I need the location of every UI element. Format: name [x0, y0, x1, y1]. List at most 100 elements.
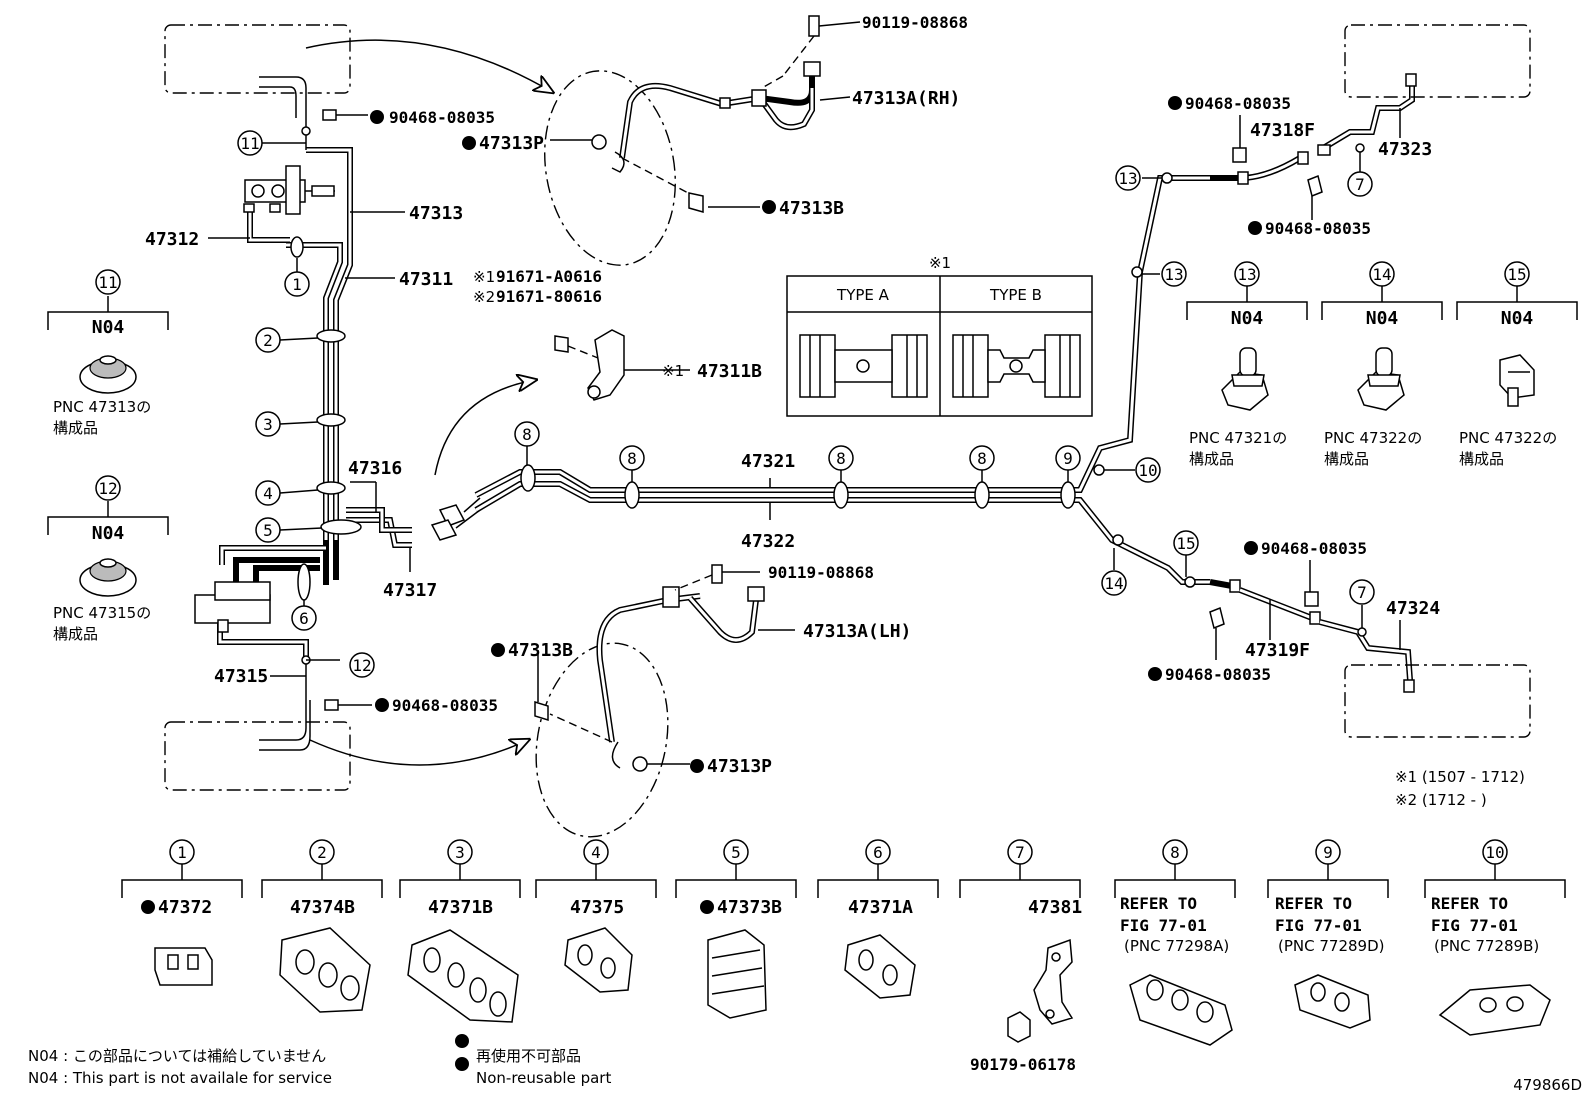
label-47313P-bottom: 47313P: [707, 756, 772, 777]
mark-ref2: ※2: [473, 288, 495, 306]
callout-5: 5: [263, 521, 273, 540]
bottom-clamp-box-4: [535, 864, 657, 993]
bottom-refer-9: REFER TO: [1275, 894, 1352, 913]
bottom-label-7-sub: 90179-06178: [970, 1055, 1076, 1074]
n04-suffix-11: 構成品: [53, 419, 98, 437]
rear-right-hose-area: [1210, 24, 1531, 220]
label-90468-rb2: 90468-08035: [1165, 665, 1271, 684]
date-ranges: ※1 (1507 - 1712) ※2 (1712 - ): [1395, 768, 1525, 809]
clip-90468-left: [322, 109, 372, 711]
bottom-label-2: 47374B: [290, 897, 355, 918]
callout-12-box: 12: [98, 479, 117, 498]
callout-5-box: 5: [731, 843, 741, 862]
label-47313P-top: 47313P: [479, 133, 544, 154]
callout-3-box: 3: [455, 843, 465, 862]
rear-left-wheel-area: [164, 700, 528, 791]
bottom-bracket-box-7: [959, 864, 1081, 1043]
label-47313B-top: 47313B: [779, 198, 844, 219]
bottom-pnc-8: (PNC 77298A): [1124, 937, 1229, 955]
front-right-flex-hose-area: [544, 15, 861, 266]
bottom-fig-9: FIG 77-01: [1275, 916, 1362, 935]
callout-4-box: 4: [591, 843, 601, 862]
n04-pnc-13: PNC 47321の: [1189, 429, 1287, 447]
legend: N04 : この部品については補給していません N04 : This part …: [28, 1047, 611, 1087]
label-47312: 47312: [145, 229, 199, 250]
left-leaders: [208, 142, 411, 677]
n04-pnc-11: PNC 47313の: [53, 398, 151, 416]
callout-7a: 7: [1355, 175, 1365, 194]
rear-left-flex-hose-area: [534, 564, 795, 838]
label-90119-top: 90119-08868: [862, 13, 968, 32]
n04-suffix-13: 構成品: [1189, 450, 1234, 468]
front-left-wheel-area: [164, 24, 552, 118]
bottom-clamp-box-2: [261, 864, 383, 1013]
legend-n04-jp: N04 : この部品については補給していません: [28, 1047, 326, 1065]
non-reusable-dots: [141, 96, 1262, 1071]
callout-11-box: 11: [98, 273, 117, 292]
callout-12: 12: [352, 656, 371, 675]
label-47319F: 47319F: [1245, 640, 1310, 661]
callout-15: 15: [1176, 534, 1195, 553]
left-brake-pipes: [217, 118, 412, 700]
type-a-label: TYPE A: [836, 286, 890, 304]
bottom-refer-10: REFER TO: [1431, 894, 1508, 913]
label-90468-rt2: 90468-08035: [1265, 219, 1371, 238]
callout-8a: 8: [522, 425, 532, 444]
callout-6: 6: [299, 609, 309, 628]
callout-14: 14: [1104, 574, 1123, 593]
n04-box-13: [1186, 286, 1308, 411]
label-90468-bottom-left: 90468-08035: [392, 696, 498, 715]
callout-7b: 7: [1357, 583, 1367, 602]
rear-brake-pipes: [474, 172, 1210, 588]
left-clamps: [290, 126, 362, 665]
callout-10-box: 10: [1485, 843, 1504, 862]
bottom-label-3: 47371B: [428, 897, 493, 918]
label-47313: 47313: [409, 203, 463, 224]
bottom-clamp-box-6: [817, 864, 939, 999]
callout-2: 2: [263, 331, 273, 350]
n04-pnc-15: PNC 47322の: [1459, 429, 1557, 447]
type-table-text: ※1 TYPE A TYPE B: [836, 254, 1042, 304]
legend-n04-en: N04 : This part is not availale for serv…: [28, 1069, 332, 1087]
n04-code-11: N04: [92, 317, 125, 338]
bottom-clamp-box-1: [121, 864, 243, 986]
legend-nr-en: Non-reusable part: [476, 1069, 611, 1087]
callout-9: 9: [1063, 449, 1073, 468]
bottom-clamp-box-5: [675, 864, 797, 1019]
bottom-label-6: 47371A: [848, 897, 913, 918]
type-table: [786, 275, 1093, 417]
n04-box-15: [1456, 286, 1578, 407]
label-47311: 47311: [399, 269, 453, 290]
bottom-label-4: 47375: [570, 897, 624, 918]
label-47313B-bottom: 47313B: [508, 640, 573, 661]
callout-13-box: 13: [1237, 265, 1256, 284]
callout-9-box: 9: [1323, 843, 1333, 862]
callout-1: 1: [292, 275, 302, 294]
type-b-clamp-icon: [952, 334, 1081, 398]
range-2: ※2 (1712 - ): [1395, 791, 1487, 809]
pipe-union: [430, 497, 481, 541]
brake-control-module: [194, 581, 271, 633]
label-47316: 47316: [348, 458, 402, 479]
n04-box-12: [47, 501, 169, 597]
n04-suffix-12: 構成品: [53, 625, 98, 643]
callout-3: 3: [263, 415, 273, 434]
callout-15-box: 15: [1507, 265, 1526, 284]
callout-8b: 8: [627, 449, 637, 468]
type-a-clamp-icon: [799, 334, 928, 398]
brake-actuator-47312: [243, 165, 335, 215]
callout-6-box: 6: [873, 843, 883, 862]
bottom-refer-8: REFER TO: [1120, 894, 1197, 913]
label-90119-bottom: 90119-08868: [768, 563, 874, 582]
n04-box-14: [1321, 286, 1443, 411]
label-91671-a: 91671-A0616: [496, 267, 602, 286]
bottom-fig-8: FIG 77-01: [1120, 916, 1207, 935]
bottom-label-7: 47381: [1028, 897, 1082, 918]
label-90468-rb1: 90468-08035: [1261, 539, 1367, 558]
callout-8-box: 8: [1170, 843, 1180, 862]
label-91671-b: 91671-80616: [496, 287, 602, 306]
bottom-pnc-10: (PNC 77289B): [1434, 937, 1539, 955]
callout-circles: [95, 130, 1530, 865]
callout-10: 10: [1138, 461, 1157, 480]
